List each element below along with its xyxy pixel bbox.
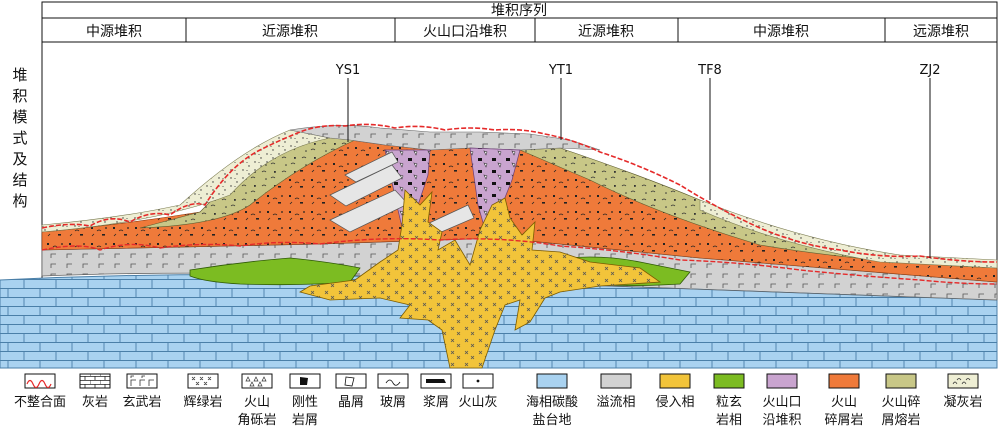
effusive-crust xyxy=(289,125,601,151)
limestone-icon xyxy=(79,373,111,389)
effusive-facies-icon xyxy=(600,373,632,389)
intrusive-body xyxy=(298,189,662,369)
legend-label: 灰岩 xyxy=(82,395,108,410)
unconformity-icon xyxy=(24,373,56,389)
legend: 不整合面 灰岩 玄武岩 辉绿岩 火山 角砾岩 刚性 岩屑 晶屑 玻屑 浆屑 火山… xyxy=(14,373,983,428)
effusive-tongue xyxy=(344,151,399,183)
legend-label: 溢流相 xyxy=(596,395,635,410)
well-label-ys1: YS1 xyxy=(335,63,360,78)
segment-label: 近源堆积 xyxy=(578,24,634,40)
tuffite-icon xyxy=(828,373,860,389)
segment-label: 近源堆积 xyxy=(262,24,318,40)
well-label-zj2: ZJ2 xyxy=(919,63,940,78)
legend-label: 辉绿岩 xyxy=(183,395,222,410)
legend-label: 火山 xyxy=(244,395,270,410)
unconformity-top xyxy=(41,123,998,263)
segment-label: 中源堆积 xyxy=(86,24,142,40)
crater-rim-icon xyxy=(766,373,798,389)
legend-label: 粒玄 xyxy=(716,395,742,410)
intrusive-facies-icon xyxy=(659,373,691,389)
volcanic-ash-icon xyxy=(462,373,494,389)
model-label-char: 模 xyxy=(12,108,27,126)
legend-label: 盐台地 xyxy=(532,413,571,428)
diabase-icon xyxy=(187,373,219,389)
slag-icon xyxy=(420,373,452,389)
volcanic-breccia-icon xyxy=(241,373,273,389)
legend-label: 浆屑 xyxy=(423,395,449,410)
legend-label: 火山口 xyxy=(762,395,801,410)
granular-basalt-icon xyxy=(713,373,745,389)
unconformity-base xyxy=(41,237,998,285)
legend-label: 不整合面 xyxy=(14,395,66,410)
legend-label: 晶屑 xyxy=(338,395,364,410)
welded-tuff-icon xyxy=(885,373,917,389)
crystal-debris-icon xyxy=(335,373,367,389)
sequence-title: 堆积序列 xyxy=(491,3,547,19)
segment-label: 火山口沿堆积 xyxy=(423,24,507,40)
legend-label: 屑熔岩 xyxy=(881,413,920,428)
glass-shard-icon xyxy=(377,373,409,389)
legend-label: 侵入相 xyxy=(655,394,694,410)
legend-label: 刚性 xyxy=(292,395,318,410)
legend-label: 角砾岩 xyxy=(237,413,276,428)
legend-label: 沿堆积 xyxy=(762,413,801,428)
segment-label: 中源堆积 xyxy=(753,24,809,40)
model-label-char: 式 xyxy=(12,129,27,147)
legend-label: 海相碳酸 xyxy=(526,395,578,410)
legend-label: 火山碎 xyxy=(881,395,920,410)
carbonate-platform-icon xyxy=(536,373,568,389)
model-label-char: 堆 xyxy=(12,66,27,84)
legend-label: 火山 xyxy=(831,395,857,410)
legend-label: 火山灰 xyxy=(458,395,497,410)
legend-label: 岩屑 xyxy=(292,413,318,428)
tuff-cap-right xyxy=(699,199,998,269)
rigid-debris-icon xyxy=(289,373,321,389)
legend-label: 玄武岩 xyxy=(122,395,161,410)
well-label-yt1: YT1 xyxy=(548,63,573,78)
basalt-icon xyxy=(126,373,158,389)
legend-label: 玻屑 xyxy=(380,395,406,410)
segment-label: 远源堆积 xyxy=(913,24,969,40)
legend-label: 凝灰岩 xyxy=(943,394,982,410)
sequence-header: 堆积序列 中源堆积 近源堆积 火山口沿堆积 近源堆积 中源堆积 远源堆积 xyxy=(41,1,998,43)
legend-label: 碎屑岩 xyxy=(824,413,863,428)
model-label-char: 构 xyxy=(12,192,27,210)
cross-section: YS1 YT1 TF8 ZJ2 xyxy=(0,63,998,369)
tuff-icon xyxy=(947,373,979,389)
well-label-tf8: TF8 xyxy=(697,63,722,78)
model-label-char: 结 xyxy=(12,171,27,189)
model-label-char: 积 xyxy=(12,87,27,105)
legend-label: 岩相 xyxy=(716,413,742,428)
granular-basalt-sill-left xyxy=(189,257,361,286)
model-label-char: 及 xyxy=(12,150,27,168)
